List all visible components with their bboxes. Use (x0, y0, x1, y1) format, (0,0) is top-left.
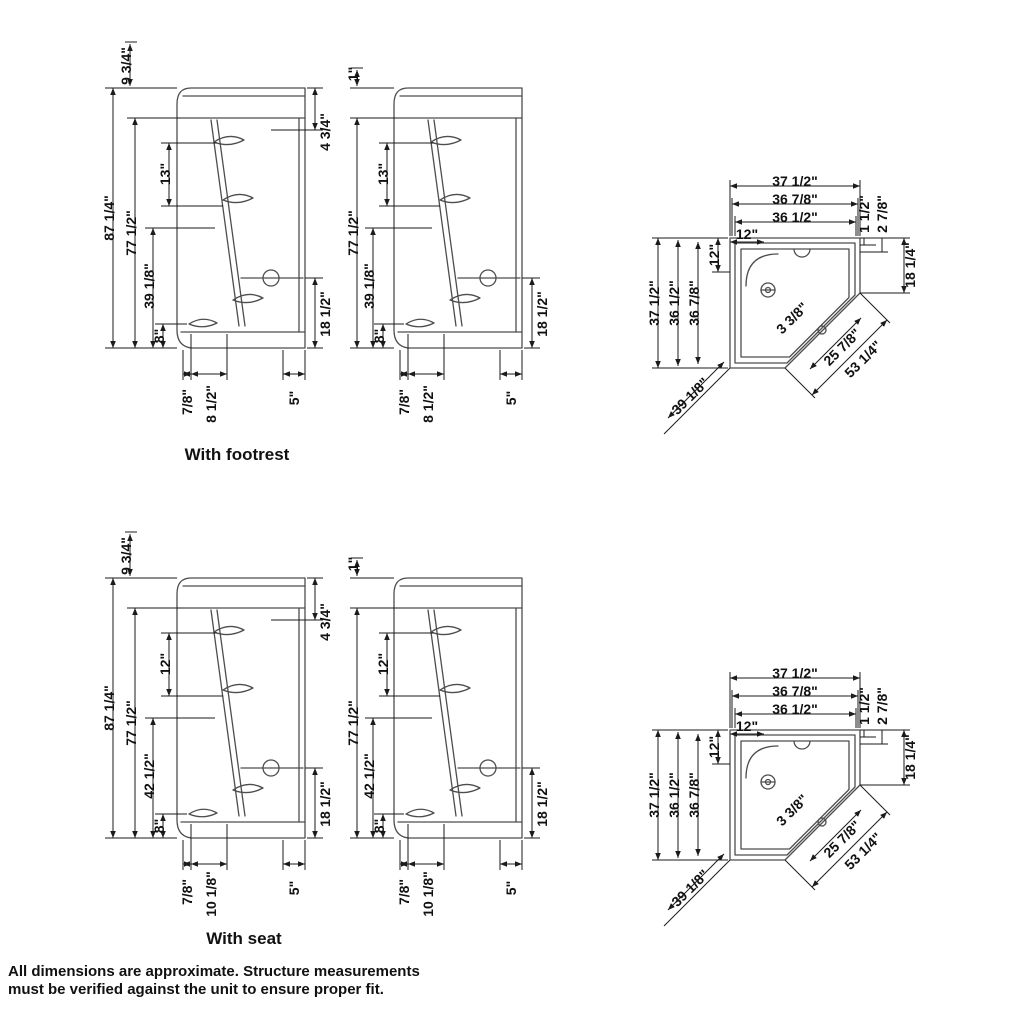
dim-wall-height: 77 1/2" (123, 210, 139, 256)
dimension-labels: 1" 77 1/2" 42 1/2" 12" 8" 18 1/2" 7/8" 1… (345, 557, 550, 917)
dim-handle-height: 42 1/2" (361, 753, 377, 799)
side-view-seat-back: 1" 77 1/2" 42 1/2" 12" 8" 18 1/2" 7/8" 1… (345, 557, 550, 917)
dim-base-lip: 7/8" (396, 879, 412, 905)
caption-with-seat: With seat (206, 929, 282, 948)
dimension-labels: 9 3/4" 87 1/4" 77 1/2" 42 1/2" 12" 8" 4 … (101, 537, 333, 917)
dim-door-bottom: 18 1/2" (534, 781, 550, 827)
dimension-labels: 1" 77 1/2" 39 1/8" 13" 8" 18 1/2" 7/8" 8… (345, 67, 550, 423)
dim-base-depth: 8 1/2" (420, 385, 436, 423)
dimension-labels: 9 3/4" 87 1/4" 77 1/2" 39 1/8" 13" 8" 4 … (101, 47, 333, 423)
dim-shelf-spacing: 13" (375, 163, 391, 185)
dim-base-lip: 7/8" (179, 389, 195, 415)
dim-door-bottom: 18 1/2" (317, 781, 333, 827)
dim-base-inset: 5" (286, 391, 302, 405)
dim-base-inset: 5" (503, 391, 519, 405)
dim-total-height: 87 1/4" (101, 685, 117, 731)
dim-cap-depth: 9 3/4" (118, 47, 134, 85)
dim-wall-height: 77 1/2" (345, 210, 361, 256)
dim-base-depth: 8 1/2" (203, 385, 219, 423)
caption-with-footrest: With footrest (185, 445, 290, 464)
dim-total-height: 87 1/4" (101, 195, 117, 241)
dim-handle-height: 42 1/2" (141, 753, 157, 799)
dim-top-trim: 4 3/4" (317, 603, 333, 641)
dim-handle-height: 39 1/8" (141, 263, 157, 309)
dim-door-bottom: 18 1/2" (317, 291, 333, 337)
dim-handle-height: 39 1/8" (361, 263, 377, 309)
footer-disclaimer-line2: must be verified against the unit to ens… (8, 981, 384, 998)
plan-view-seat (646, 665, 918, 926)
dim-base-height: 8" (151, 329, 167, 343)
dim-top-trim: 4 3/4" (317, 113, 333, 151)
dim-base-inset: 5" (503, 881, 519, 895)
dim-base-height: 8" (371, 819, 387, 833)
plan-view-footrest (646, 173, 918, 434)
dim-base-lip: 7/8" (179, 879, 195, 905)
side-view-footrest-back: 1" 77 1/2" 39 1/8" 13" 8" 18 1/2" 7/8" 8… (345, 67, 550, 423)
dim-top-trim: 1" (345, 557, 361, 571)
dim-door-bottom: 18 1/2" (534, 291, 550, 337)
dim-top-trim: 1" (345, 67, 361, 81)
side-view-seat-front: 9 3/4" 87 1/4" 77 1/2" 42 1/2" 12" 8" 4 … (101, 532, 333, 917)
dim-base-height: 8" (151, 819, 167, 833)
dim-cap-depth: 9 3/4" (118, 537, 134, 575)
dim-base-inset: 5" (286, 881, 302, 895)
dim-base-lip: 7/8" (396, 389, 412, 415)
dim-wall-height: 77 1/2" (345, 700, 361, 746)
footer-disclaimer-line1: All dimensions are approximate. Structur… (8, 963, 420, 980)
dim-shelf-spacing: 12" (375, 653, 391, 675)
dim-shelf-spacing: 13" (157, 163, 173, 185)
side-view-footrest-front: 9 3/4" 87 1/4" 77 1/2" 39 1/8" 13" 8" 4 … (101, 42, 333, 423)
dim-base-depth: 10 1/8" (203, 871, 219, 917)
dim-wall-height: 77 1/2" (123, 700, 139, 746)
dim-base-depth: 10 1/8" (420, 871, 436, 917)
dim-base-height: 8" (371, 329, 387, 343)
dim-shelf-spacing: 12" (157, 653, 173, 675)
